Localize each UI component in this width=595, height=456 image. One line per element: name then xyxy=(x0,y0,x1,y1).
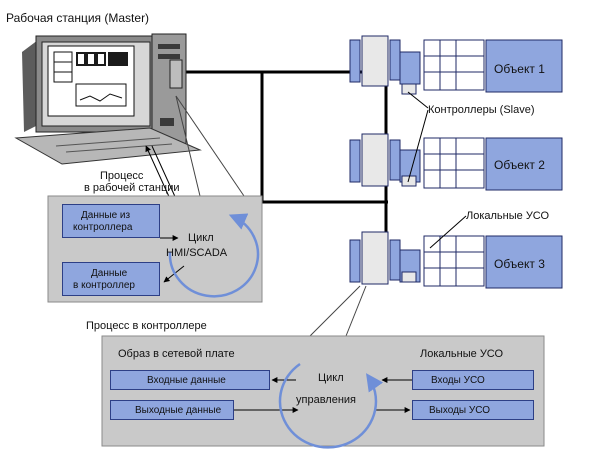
local-uso-bottom-label: Локальные УСО xyxy=(420,348,504,360)
control-cycle-label-1: Цикл xyxy=(318,372,344,384)
process-ws-label-2: в рабочей станции xyxy=(84,182,180,194)
output-data-box: Выходные данные xyxy=(110,400,234,420)
data-from-controller-box: Данные из контроллера xyxy=(62,204,160,238)
object-1-label: Объект 1 xyxy=(494,62,545,76)
outputs-uso-text: Выходы УСО xyxy=(429,405,491,416)
data-from-line-1: Данные из xyxy=(81,210,131,221)
workstation-computer xyxy=(14,33,202,165)
data-to-controller-box: Данные в контроллер xyxy=(62,262,160,296)
local-uso-label: Локальные УСО xyxy=(466,210,550,222)
inputs-uso-box: Входы УСО xyxy=(412,370,534,390)
input-data-text: Входные данные xyxy=(147,375,226,386)
control-cycle-ring xyxy=(278,362,384,449)
control-cycle-label-2: управления xyxy=(296,394,356,406)
outputs-uso-box: Выходы УСО xyxy=(412,400,534,420)
ws-callout-lines xyxy=(175,95,245,197)
process-ctrl-label: Процесс в контроллере xyxy=(86,320,207,332)
ctrl-callout-lines xyxy=(309,285,367,337)
data-from-line-2: контроллера xyxy=(73,222,133,233)
output-data-text: Выходные данные xyxy=(135,405,222,416)
object-2-label: Объект 2 xyxy=(494,158,545,172)
hmi-cycle-label-2: HMI/SCADA xyxy=(166,247,228,259)
image-title-label: Образ в сетевой плате xyxy=(118,348,235,360)
hmi-cycle-label-1: Цикл xyxy=(188,232,214,244)
controller-rack-2 xyxy=(349,133,563,191)
label-leader-lines xyxy=(407,91,467,249)
input-data-box: Входные данные xyxy=(110,370,270,390)
data-to-line-1: Данные xyxy=(91,268,128,279)
process-ws-label-1: Процесс xyxy=(100,170,144,182)
data-to-line-2: в контроллер xyxy=(73,280,135,291)
controller-rack-1 xyxy=(349,35,563,95)
ctrl-process-panel xyxy=(101,335,545,447)
controller-rack-3 xyxy=(349,231,563,289)
controllers-label: Контроллеры (Slave) xyxy=(428,104,535,116)
master-title: Рабочая станция (Master) xyxy=(6,11,150,25)
hmi-cycle-ring xyxy=(168,213,260,298)
object-3-label: Объект 3 xyxy=(494,257,545,271)
inputs-uso-text: Входы УСО xyxy=(431,375,485,386)
